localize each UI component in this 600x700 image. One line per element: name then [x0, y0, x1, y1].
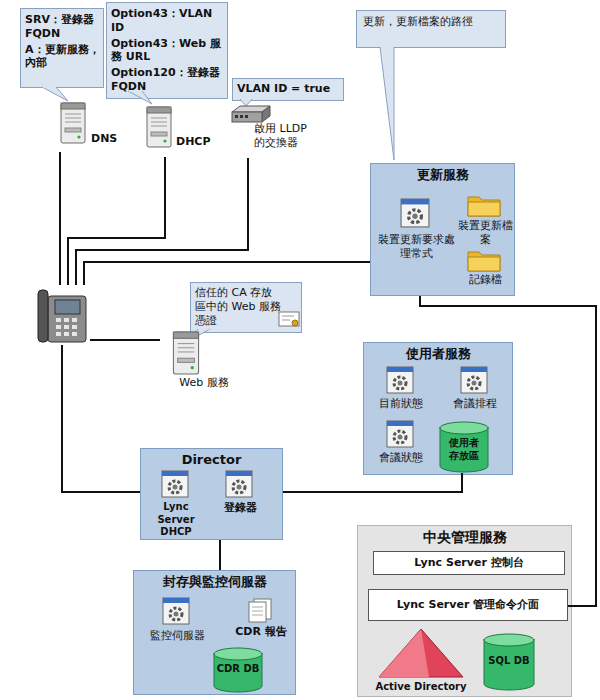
node-label: 會議排程 — [441, 397, 509, 411]
connector-line — [59, 152, 61, 285]
node-label: 更新服務 — [371, 167, 514, 183]
management-panel: 中央管理服務 Lync Server 控制台 Lync Server 管理命令介面 A… — [357, 525, 572, 697]
database-cylinder: SQL DB — [483, 633, 535, 691]
node-label: 使用者存放區 — [445, 437, 483, 462]
phone-node — [35, 285, 90, 345]
server-node: Web 服務 — [160, 330, 245, 392]
white-box: Lync Server 控制台 — [373, 551, 565, 575]
node-label: 使用者服務 — [364, 346, 512, 362]
node-label: Lync Server DHCP — [144, 501, 208, 539]
callout-bubble: SRV：登錄器 FQDNA：更新服務，內部 — [20, 8, 104, 88]
directory-triangle: Active Directory — [373, 627, 469, 695]
service-panel: 更新服務裝置更新要求處理常式裝置更新檔案記錄檔 — [370, 163, 515, 296]
node-label: 目前狀態 — [369, 397, 433, 411]
component-node: Lync Server DHCP — [144, 471, 208, 539]
database-cylinder: CDR DB — [213, 647, 263, 693]
server-node: DHCP — [140, 105, 225, 157]
component-node: 登錄器 — [208, 471, 272, 521]
connector-line — [62, 345, 140, 492]
component-node: 會議狀態 — [369, 421, 433, 471]
callout-bubble: VLAN ID = true — [232, 78, 344, 101]
connector-line — [90, 339, 160, 341]
node-label: 裝置更新要求處理常式 — [376, 233, 456, 261]
connector-line — [76, 158, 248, 285]
component-node: 裝置更新要求處理常式 — [376, 199, 456, 265]
connector-line — [283, 473, 462, 492]
component-node: 目前狀態 — [369, 367, 433, 417]
connector-line — [420, 296, 596, 606]
node-label: Lync Server 管理命令介面 — [369, 598, 567, 612]
node-label: 登錄器 — [208, 501, 272, 515]
document-node: CDR 報告 — [229, 598, 293, 642]
node-label: DHCP — [176, 135, 224, 149]
server-panel: 封存與監控伺服器監控伺服器 CDR 報告 CDR DB — [133, 570, 296, 695]
node-label: Option120：登錄器 FQDN — [111, 66, 225, 94]
node-label: DNS — [91, 132, 129, 146]
node-label: 監控伺服器 — [141, 629, 213, 643]
node-label: 更新，更新檔案的路徑 — [363, 15, 501, 29]
node-label: 信任的 CA 存放區中的 Web 服務憑證 — [195, 286, 281, 327]
switch-node: 啟用 LLDP 的交換器 — [228, 102, 318, 158]
callout-bubble: Option43：VLAN IDOption43：Web 服務 URLOptio… — [106, 2, 228, 99]
node-label: 記錄檔 — [456, 273, 514, 287]
node-label: SQL DB — [487, 655, 531, 668]
component-node: 監控伺服器 — [141, 598, 213, 646]
node-label: Option43：VLAN ID — [111, 7, 225, 35]
node-label: 裝置更新檔案 — [456, 219, 514, 247]
node-label: A：更新服務，內部 — [25, 43, 101, 71]
callout-bubble: 更新，更新檔案的路徑 — [356, 10, 506, 48]
node-label: CDR 報告 — [229, 625, 293, 639]
node-label: 封存與監控伺服器 — [134, 574, 295, 590]
node-label: SRV：登錄器 FQDN — [25, 13, 101, 41]
node-label: Active Directory — [373, 681, 469, 694]
white-box: Lync Server 管理命令介面 — [368, 589, 568, 621]
server-panel: DirectorLync Server DHCP登錄器 — [140, 448, 283, 540]
connector-line — [68, 157, 165, 285]
node-label: 中央管理服務 — [358, 529, 571, 547]
callout-bubble: 信任的 CA 存放區中的 Web 服務憑證 — [190, 282, 302, 333]
node-label: Lync Server 控制台 — [374, 556, 564, 570]
service-panel: 使用者服務目前狀態會議排程會議狀態使用者存放區 — [363, 342, 513, 475]
node-label: VLAN ID = true — [237, 82, 341, 96]
node-label: Option43：Web 服務 URL — [111, 37, 225, 65]
server-node: DNS — [55, 100, 130, 152]
node-label: 啟用 LLDP 的交換器 — [254, 122, 317, 150]
node-label: Director — [141, 452, 282, 468]
node-label: CDR DB — [216, 663, 260, 676]
folder-node: 裝置更新檔案 — [456, 193, 514, 245]
node-label: 會議狀態 — [369, 451, 433, 465]
node-label: Web 服務 — [168, 376, 240, 390]
database-cylinder: 使用者存放區 — [439, 421, 489, 473]
folder-node: 記錄檔 — [456, 249, 514, 291]
component-node: 會議排程 — [441, 367, 509, 417]
connector-line — [219, 540, 221, 570]
connector-line — [84, 262, 370, 285]
